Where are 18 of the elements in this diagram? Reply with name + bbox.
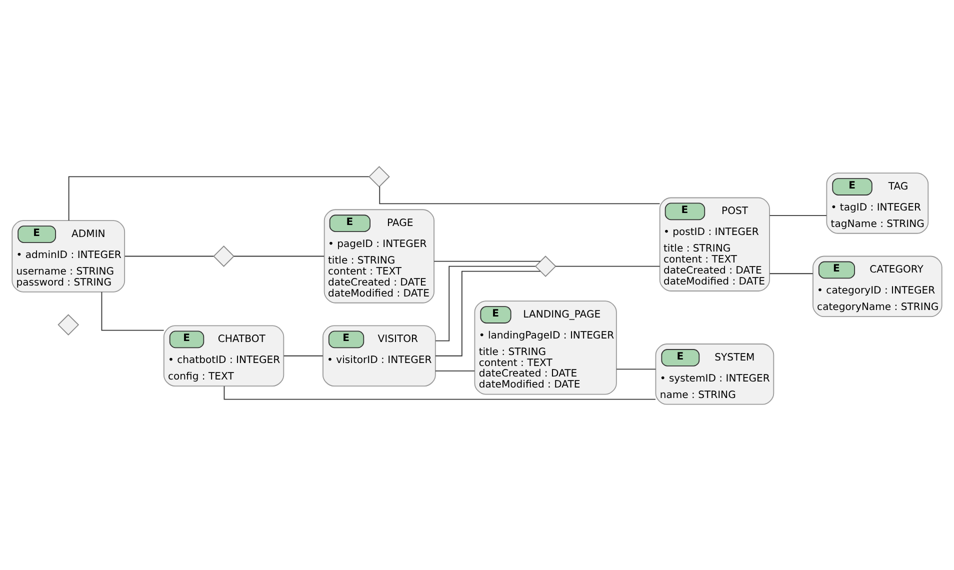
connector	[234, 255, 324, 256]
connector	[68, 176, 370, 220]
connector	[616, 368, 656, 370]
node-diamond	[58, 314, 80, 336]
connector	[769, 272, 814, 274]
connector	[434, 260, 541, 262]
connector	[435, 270, 541, 356]
connector	[435, 265, 536, 341]
connector	[283, 354, 324, 356]
node-diamond	[368, 166, 390, 187]
connector	[379, 186, 660, 204]
connector	[435, 370, 475, 371]
connector	[101, 291, 164, 330]
connector	[124, 255, 214, 256]
node-diamond	[213, 245, 234, 266]
connector	[769, 214, 827, 216]
node-diamond	[534, 255, 556, 276]
connector	[555, 265, 660, 266]
